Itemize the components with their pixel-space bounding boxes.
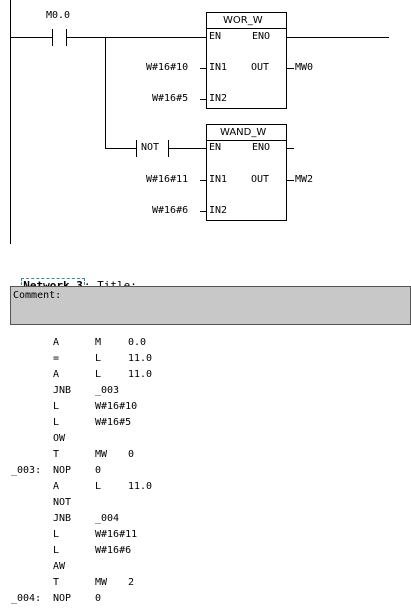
- stl-opcode: NOP: [53, 465, 72, 476]
- stl-operand-value: 11.0: [128, 369, 153, 380]
- network-3-comment-box[interactable]: Comment:: [10, 286, 411, 325]
- comment-label: Comment:: [13, 290, 62, 301]
- stl-opcode: L: [53, 417, 60, 428]
- stl-opcode: A: [53, 481, 60, 492]
- wor-in2-pin: IN2: [209, 93, 228, 104]
- stl-opcode: L: [53, 401, 60, 412]
- wand-out-pin: OUT: [251, 174, 270, 185]
- stl-opcode: NOP: [53, 593, 72, 604]
- wor-eno-pin: ENO: [252, 31, 271, 42]
- stl-opcode: A: [53, 369, 60, 380]
- wor-w-title: WOR_W: [223, 15, 263, 26]
- stl-opcode: T: [53, 449, 60, 460]
- wand-en-pin: EN: [209, 142, 222, 153]
- stl-opcode: L: [53, 529, 60, 540]
- stl-opcode: A: [53, 337, 60, 348]
- wor-en-pin: EN: [209, 31, 222, 42]
- stl-operand: W#16#11: [95, 529, 138, 540]
- wand-box-outline: [206, 124, 287, 221]
- stl-opcode: L: [53, 545, 60, 556]
- wand-in1-pin: IN1: [209, 174, 228, 185]
- stl-opcode: AW: [53, 561, 66, 572]
- stl-label: _003:: [11, 465, 42, 476]
- stl-operand-value: 11.0: [128, 353, 153, 364]
- wor-in2-value[interactable]: W#16#5: [152, 93, 189, 104]
- stl-opcode: NOT: [53, 497, 72, 508]
- stl-operand: _003: [95, 385, 120, 396]
- stl-opcode: =: [53, 353, 60, 364]
- stl-operand-value: 2: [128, 577, 135, 588]
- stl-operand: 0: [95, 465, 102, 476]
- stl-opcode: OW: [53, 433, 66, 444]
- contact-address: M0.0: [46, 10, 71, 21]
- wor-out-pin: OUT: [251, 62, 270, 73]
- wor-in1-pin: IN1: [209, 62, 228, 73]
- stl-operand-value: 11.0: [128, 481, 153, 492]
- stl-operand: M: [95, 337, 102, 348]
- wand-out-value[interactable]: MW2: [295, 174, 314, 185]
- network-3-header: Network 3: Title:: [9, 262, 137, 293]
- stl-operand: L: [95, 353, 102, 364]
- stl-operand: W#16#6: [95, 545, 132, 556]
- stl-operand: W#16#10: [95, 401, 138, 412]
- wand-eno-pin: ENO: [252, 142, 271, 153]
- stl-operand-value: 0.0: [128, 337, 147, 348]
- stl-operand: 0: [95, 593, 102, 604]
- wor-in1-value[interactable]: W#16#10: [146, 62, 189, 73]
- stl-operand: L: [95, 481, 102, 492]
- stl-label: _004:: [11, 593, 42, 604]
- wor-out-value[interactable]: MW0: [295, 62, 314, 73]
- stl-operand: W#16#5: [95, 417, 132, 428]
- stl-operand: _004: [95, 513, 120, 524]
- stl-opcode: T: [53, 577, 60, 588]
- stl-operand: L: [95, 369, 102, 380]
- stl-operand: MW: [95, 577, 108, 588]
- wand-in1-value[interactable]: W#16#11: [146, 174, 189, 185]
- stl-opcode: JNB: [53, 385, 72, 396]
- wand-in2-value[interactable]: W#16#6: [152, 205, 189, 216]
- stl-opcode: JNB: [53, 513, 72, 524]
- stl-operand: MW: [95, 449, 108, 460]
- stl-operand-value: 0: [128, 449, 135, 460]
- wand-in2-pin: IN2: [209, 205, 228, 216]
- wor-box-outline: [206, 12, 287, 109]
- ladder-diagram: [10, 0, 389, 244]
- not-contact-label: NOT: [141, 142, 160, 153]
- wand-w-title: WAND_W: [220, 127, 267, 138]
